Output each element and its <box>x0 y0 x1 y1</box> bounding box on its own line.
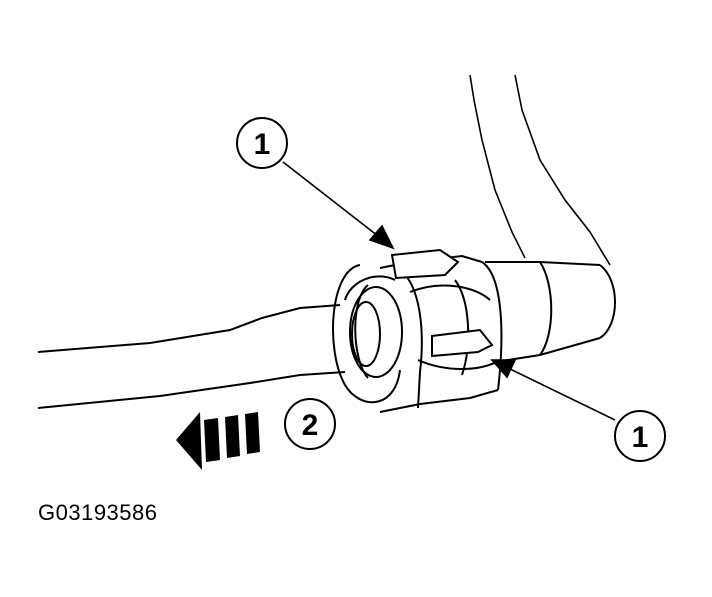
collar-ring <box>344 275 396 301</box>
structure-outline-right <box>514 74 611 266</box>
retainer-ring <box>409 284 491 301</box>
tube-bore <box>349 286 403 378</box>
figure-id: G03193586 <box>38 500 158 525</box>
tube-end <box>351 301 381 367</box>
svg-text:2: 2 <box>302 409 319 442</box>
background-structure <box>469 74 611 266</box>
hose-seam <box>539 261 553 356</box>
retainer-inner <box>454 279 470 376</box>
tube-lower-edge <box>37 371 346 409</box>
direction-arrow-bar-1 <box>204 418 220 462</box>
collar-outer <box>332 264 401 404</box>
direction-arrow-bar-3 <box>245 412 260 454</box>
leader-arrowhead-upper <box>368 224 395 250</box>
callout-1-upper: 1 <box>236 117 288 169</box>
structure-outline-left <box>469 74 526 259</box>
svg-text:1: 1 <box>632 421 649 454</box>
leader-arrowhead-lower <box>490 359 517 379</box>
tube <box>37 304 346 409</box>
retainer-body-bottom <box>379 389 499 413</box>
tube-upper-edge <box>37 304 341 353</box>
callout-2: 2 <box>284 398 336 450</box>
hose-end <box>599 264 616 339</box>
callout-1-lower: 1 <box>614 410 666 462</box>
direction-arrow <box>176 412 260 470</box>
direction-arrow-bar-2 <box>225 415 240 458</box>
svg-text:1: 1 <box>254 128 271 161</box>
retainer-tab-lower <box>431 328 494 358</box>
retainer-ring-2 <box>417 359 501 370</box>
retainer-tab-upper <box>390 248 460 280</box>
direction-arrow-head <box>176 412 202 470</box>
leader-lines <box>282 161 616 421</box>
retainer-tabs <box>390 248 494 358</box>
leader-line-upper <box>282 161 379 237</box>
retainer-back <box>481 261 503 391</box>
leader-line-lower <box>507 367 616 421</box>
